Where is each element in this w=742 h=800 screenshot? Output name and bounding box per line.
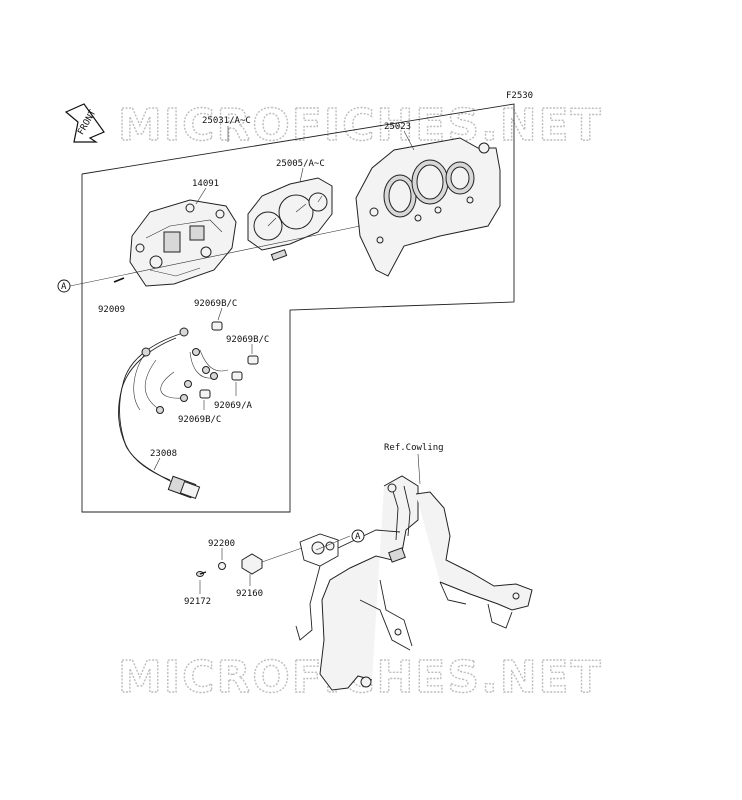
label-92160: 92160	[236, 589, 263, 599]
leader-23008	[153, 457, 161, 471]
label-92069bc-3: 92069B/C	[178, 415, 221, 425]
ref-marker-a-top-text: A	[61, 282, 67, 292]
collar-92160	[241, 547, 303, 575]
leader-ref-cowling	[417, 453, 421, 485]
bulb-92069bc-3	[199, 389, 211, 399]
label-14091: 14091	[192, 179, 219, 189]
label-92009: 92009	[98, 305, 125, 315]
leader-25005	[299, 167, 304, 183]
leader-92069bc-1	[217, 307, 223, 321]
leader-14091	[195, 187, 207, 205]
assembly-outline	[81, 103, 515, 513]
label-25023: 25023	[384, 122, 411, 132]
label-92069a: 92069/A	[214, 401, 253, 411]
meter-panel-25023	[355, 137, 501, 277]
leader-25023	[403, 130, 415, 151]
bolt-92172	[196, 571, 207, 577]
ref-marker-a-bottom-text: A	[355, 532, 361, 542]
label-92069bc-1: 92069B/C	[194, 299, 237, 309]
screw-92009	[113, 277, 125, 283]
ref-cowling-label: Ref.Cowling	[384, 443, 444, 453]
label-92172: 92172	[184, 597, 211, 607]
bulb-92069bc-1	[211, 321, 223, 331]
wire-harness-23008	[118, 327, 229, 500]
label-23008: 23008	[150, 449, 177, 459]
label-92200: 92200	[208, 539, 235, 549]
front-arrow-icon: FRONT	[64, 103, 105, 143]
bulb-92069bc-2	[247, 355, 259, 365]
ref-a-leader	[69, 225, 361, 287]
meter-housing-14091	[129, 199, 237, 287]
ref-marker-a-top: A	[57, 279, 71, 293]
figure-code: F2530	[506, 91, 533, 101]
cowling-bracket	[295, 475, 533, 691]
label-92069bc-2: 92069B/C	[226, 335, 269, 345]
ref-marker-a-bottom: A	[351, 529, 365, 543]
label-25005: 25005/A~C	[276, 159, 325, 169]
watermark-top: MICROFICHES.NET	[118, 100, 603, 151]
meter-face-25005	[247, 177, 333, 261]
ref-a-bottom-leader	[315, 535, 351, 551]
label-25031: 25031/A~C	[202, 116, 251, 126]
washer-92200	[218, 562, 226, 570]
bulb-92069a	[231, 371, 243, 381]
